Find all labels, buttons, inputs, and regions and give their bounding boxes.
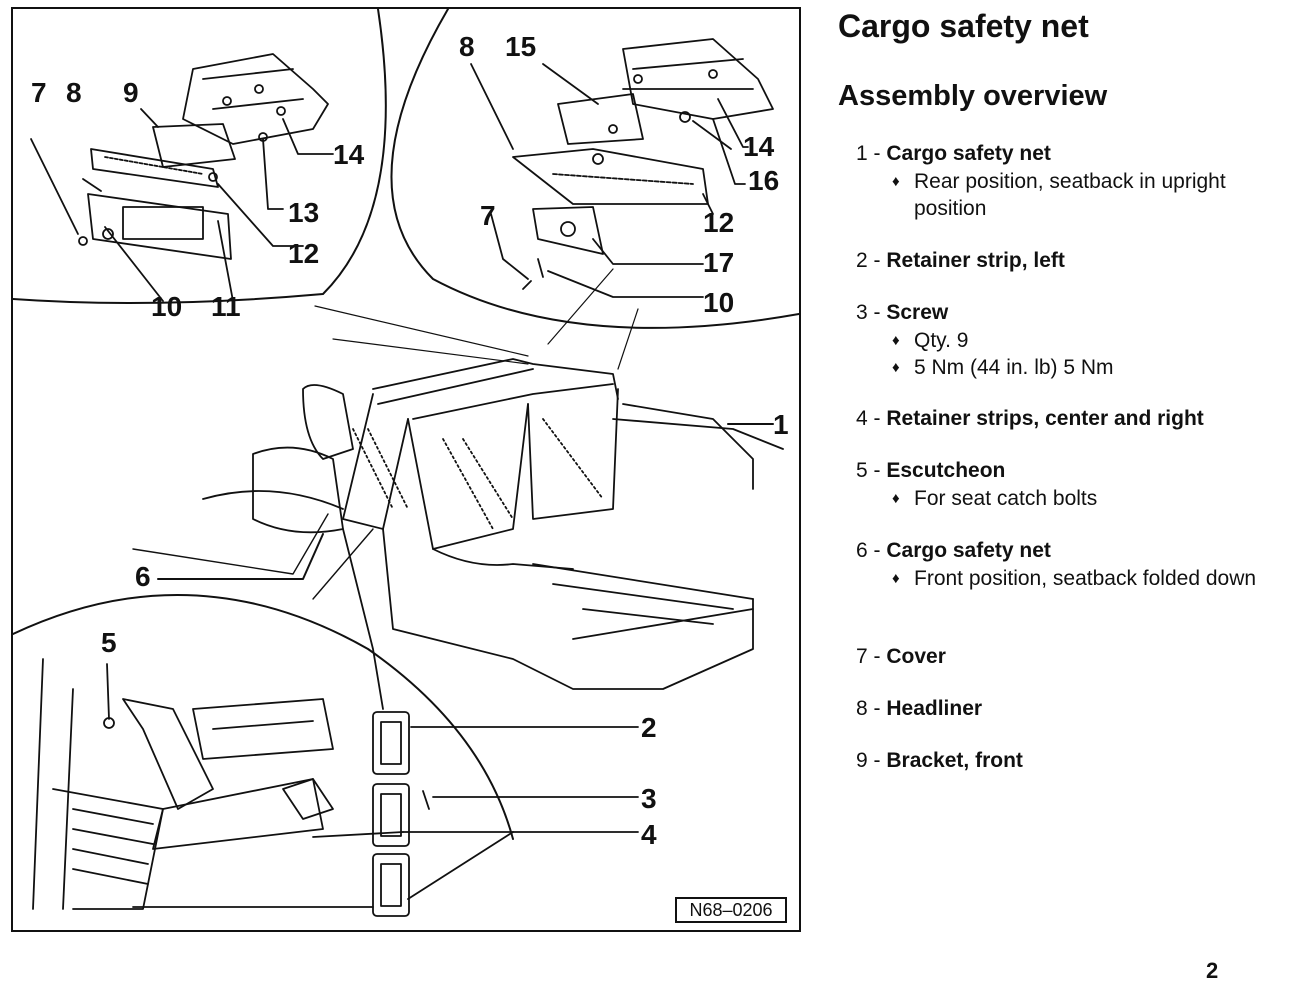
callout-6: 6 xyxy=(135,561,151,592)
part-number: 6 xyxy=(856,539,868,562)
diagram-drawing xyxy=(13,9,799,917)
detail-circle-left xyxy=(13,9,387,304)
part-number: 1 xyxy=(856,142,868,165)
part-number: 8 xyxy=(856,697,868,720)
parts-list: 1 - Cargo safety net Rear position, seat… xyxy=(856,140,1292,787)
part-item: 3 - Screw Qty. 9 5 Nm (44 in. lb) 5 Nm xyxy=(856,299,1292,405)
left-detail-parts xyxy=(30,53,334,302)
callout-7-right: 7 xyxy=(480,200,496,231)
callout-1: 1 xyxy=(773,409,789,440)
callout-2: 2 xyxy=(641,712,657,743)
part-name: Cover xyxy=(886,645,946,668)
part-item: 2 - Retainer strip, left xyxy=(856,249,1065,272)
callout-9: 9 xyxy=(123,77,139,108)
callout-3: 3 xyxy=(641,783,657,814)
part-item: 6 - Cargo safety net Front position, sea… xyxy=(856,537,1292,643)
part-note: Qty. 9 xyxy=(892,327,1292,354)
callout-10-right: 10 xyxy=(703,287,735,318)
part-number: 5 xyxy=(856,459,868,482)
part-number: 2 xyxy=(856,249,868,272)
page-number: 2 xyxy=(1206,958,1219,983)
detail-circle-right xyxy=(390,9,799,329)
callout-13: 13 xyxy=(288,197,320,228)
detail-circle-bottom xyxy=(13,593,514,840)
part-name: Retainer strips, center and right xyxy=(886,407,1204,430)
part-number: 9 xyxy=(856,749,868,772)
part-item: 7 - Cover xyxy=(856,645,946,668)
right-detail-parts xyxy=(470,38,774,298)
part-number: 7 xyxy=(856,645,868,668)
callout-12-right: 12 xyxy=(703,207,735,238)
part-name: Cargo safety net xyxy=(886,539,1051,562)
part-name: Escutcheon xyxy=(886,459,1006,482)
part-name: Cargo safety net xyxy=(886,142,1051,165)
part-notes: Front position, seatback folded down xyxy=(856,565,1292,592)
section-subtitle: Assembly overview xyxy=(838,80,1108,112)
callout-7: 7 xyxy=(31,77,47,108)
callout-12: 12 xyxy=(288,238,320,269)
part-note: 5 Nm (44 in. lb) 5 Nm xyxy=(892,354,1292,381)
callout-5: 5 xyxy=(101,627,117,658)
callout-16: 16 xyxy=(748,165,780,196)
part-note: Front position, seatback folded down xyxy=(892,565,1264,592)
part-item: 1 - Cargo safety net Rear position, seat… xyxy=(856,140,1292,247)
callout-8-right: 8 xyxy=(459,31,475,62)
callout-14: 14 xyxy=(333,139,365,170)
part-notes: Qty. 9 5 Nm (44 in. lb) 5 Nm xyxy=(856,327,1292,381)
part-notes: Rear position, seatback in upright posit… xyxy=(856,168,1292,222)
callout-8: 8 xyxy=(66,77,82,108)
part-name: Screw xyxy=(886,301,949,324)
part-item: 5 - Escutcheon For seat catch bolts xyxy=(856,457,1292,537)
callout-11: 11 xyxy=(211,291,241,322)
part-number: 4 xyxy=(856,407,868,430)
assembly-diagram: 7 8 9 14 13 12 10 11 8 15 14 16 12 7 17 … xyxy=(11,7,801,932)
part-note: Rear position, seatback in upright posit… xyxy=(892,168,1292,222)
part-item: 8 - Headliner xyxy=(856,697,983,720)
callout-10: 10 xyxy=(151,291,183,322)
bottom-detail-parts xyxy=(32,513,639,917)
part-name: Headliner xyxy=(886,697,983,720)
callout-14-right: 14 xyxy=(743,131,775,162)
part-name: Bracket, front xyxy=(886,749,1023,772)
callout-17: 17 xyxy=(703,247,735,278)
part-number: 3 xyxy=(856,301,868,324)
part-item: 4 - Retainer strips, center and right xyxy=(856,407,1204,430)
part-note: For seat catch bolts xyxy=(892,485,1292,512)
page-title: Cargo safety net xyxy=(838,8,1089,44)
cargo-area-drawing xyxy=(202,268,784,710)
figure-code: N68–0206 xyxy=(675,897,787,923)
part-item: 9 - Bracket, front xyxy=(856,749,1023,772)
callout-15: 15 xyxy=(505,31,537,62)
part-name: Retainer strip, left xyxy=(886,249,1065,272)
callout-4: 4 xyxy=(641,819,657,850)
part-notes: For seat catch bolts xyxy=(856,485,1292,512)
